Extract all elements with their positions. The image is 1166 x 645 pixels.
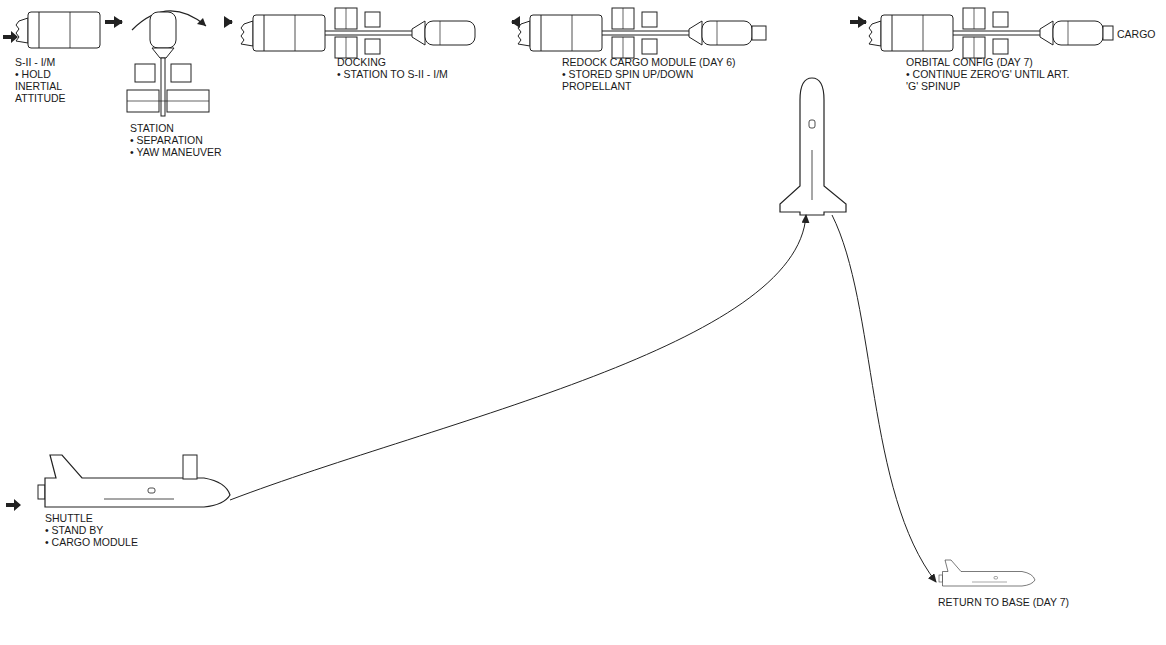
stage-title: DOCKING bbox=[337, 56, 512, 68]
stage-title: SHUTTLE bbox=[45, 512, 138, 524]
stage-note: • STORED SPIN UP/DOWN PROPELLANT bbox=[562, 68, 732, 92]
stage-note: • HOLD INERTIAL ATTITUDE bbox=[15, 68, 81, 104]
stage-node: RETURN TO BASE (DAY 7) bbox=[936, 552, 1036, 611]
part-label: CARGO bbox=[1117, 28, 1156, 40]
stage-note: • STATION TO S-II - I/M bbox=[337, 68, 512, 80]
stage-note: • SEPARATION bbox=[130, 134, 222, 146]
stage-node: DOCKING• STATION TO S-II - I/M bbox=[232, 8, 515, 83]
stage-node: REDOCK CARGO MODULE (DAY 6)• STORED SPIN… bbox=[512, 8, 850, 215]
stage-note: • STAND BY bbox=[45, 524, 138, 536]
stage-title: ORBITAL CONFIG (DAY 7) bbox=[906, 56, 1081, 68]
sequence-arrow bbox=[850, 20, 866, 24]
flight-path bbox=[230, 215, 806, 500]
stage-note: • CONTINUE ZERO'G' UNTIL ART. 'G' SPINUP bbox=[906, 68, 1081, 92]
stage-title: STATION bbox=[130, 122, 222, 134]
stage-note: • CARGO MODULE bbox=[45, 536, 138, 548]
flight-path bbox=[832, 215, 936, 582]
stage-title: S-II - I/M bbox=[15, 56, 81, 68]
sequence-arrow bbox=[225, 20, 232, 24]
sequence-arrow bbox=[512, 20, 515, 24]
stage-note: • YAW MANEUVER bbox=[130, 146, 222, 158]
stage-node: SHUTTLE• STAND BY• CARGO MODULE bbox=[42, 450, 230, 551]
stage-node: STATION• SEPARATION• YAW MANEUVER bbox=[122, 5, 225, 161]
sequence-arrow bbox=[105, 20, 122, 24]
stage-title: REDOCK CARGO MODULE (DAY 6) bbox=[562, 56, 732, 68]
stage-node: ORBITAL CONFIG (DAY 7)• CONTINUE ZERO'G'… bbox=[866, 8, 1106, 95]
stage-node: S-II - I/M• HOLD INERTIAL ATTITUDE bbox=[12, 8, 105, 107]
stage-title: RETURN TO BASE (DAY 7) bbox=[938, 596, 1033, 608]
